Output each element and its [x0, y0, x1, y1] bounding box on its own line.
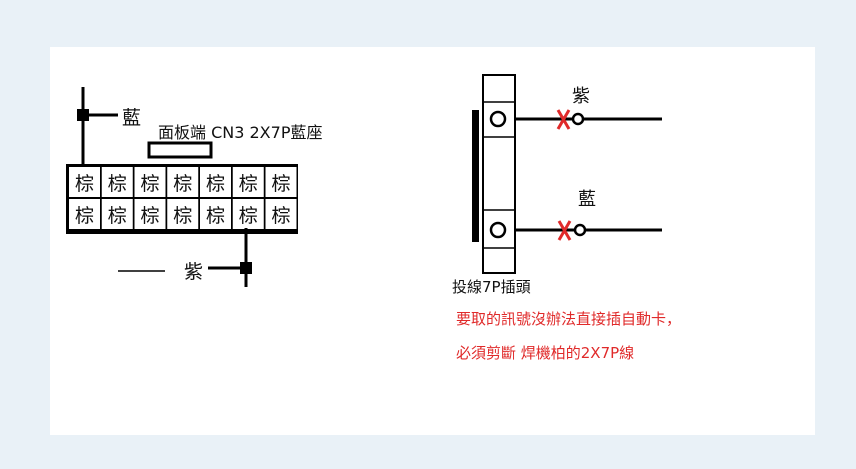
wire-top-junction — [77, 109, 89, 121]
note-line-1: 要取的訊號沒辦法直接插自動卡， — [456, 310, 681, 328]
connector-title: 面板端 CN3 2X7P藍座 — [158, 123, 322, 142]
cut-mark-bottom-icon — [557, 220, 572, 241]
connector-pin-label: 棕 — [206, 173, 225, 195]
connector-pin-label: 棕 — [140, 205, 159, 227]
connector-pin-cell — [265, 199, 297, 229]
diagram-canvas — [50, 47, 815, 435]
connector-pin-cell — [69, 199, 100, 229]
connector-pin-label: 棕 — [108, 205, 127, 227]
connector-key — [147, 141, 213, 159]
plug-pin-bottom — [489, 221, 507, 239]
plug-wire-top-node — [571, 112, 585, 126]
cut-mark-top-icon — [556, 109, 571, 130]
connector-pin-cell — [200, 199, 231, 229]
connector-pin-label: 棕 — [173, 173, 192, 195]
connector-pin-cell — [134, 199, 166, 229]
plug-pin-top — [489, 110, 507, 128]
connector-pin-label: 棕 — [239, 173, 258, 195]
connector-pin-cell — [265, 167, 297, 197]
connector-pin-label: 棕 — [140, 173, 159, 195]
plug-wire-top-label: 紫 — [572, 86, 590, 107]
plug-latch — [472, 110, 479, 242]
connector-pins: 棕棕棕棕棕棕棕棕棕棕棕棕棕棕 — [69, 167, 297, 229]
plug-wire-bottom-label: 藍 — [578, 189, 596, 210]
connector-pin-cell — [69, 167, 100, 197]
connector-pin-label: 棕 — [173, 205, 192, 227]
wire-bottom-label: 紫 — [184, 261, 203, 283]
connector-pin-cell — [134, 167, 166, 197]
connector-pin-label: 棕 — [108, 173, 127, 195]
plug-caption: 投線7P插頭 — [452, 278, 531, 296]
connector-pin-cell — [232, 167, 264, 197]
connector-pin-label: 棕 — [271, 173, 290, 195]
wire-bottom-junction — [240, 262, 252, 274]
connector-pin-cell — [101, 167, 133, 197]
connector-pin-label: 棕 — [271, 205, 290, 227]
plug-wire-bottom-node — [573, 223, 587, 237]
connector-pin-cell — [200, 167, 231, 197]
connector-pin-label: 棕 — [75, 205, 94, 227]
note-line-2: 必須剪斷 焊機柏的2X7P線 — [456, 344, 634, 362]
wire-top-label: 藍 — [122, 107, 141, 129]
connector-pin-cell — [167, 167, 199, 197]
connector-pin-label: 棕 — [239, 205, 258, 227]
plug-7p-body — [482, 74, 516, 274]
connector-pin-cell — [101, 199, 133, 229]
connector-pin-cell — [167, 199, 199, 229]
connector-pin-cell — [232, 199, 264, 229]
connector-pin-label: 棕 — [75, 173, 94, 195]
connector-pin-label: 棕 — [206, 205, 225, 227]
